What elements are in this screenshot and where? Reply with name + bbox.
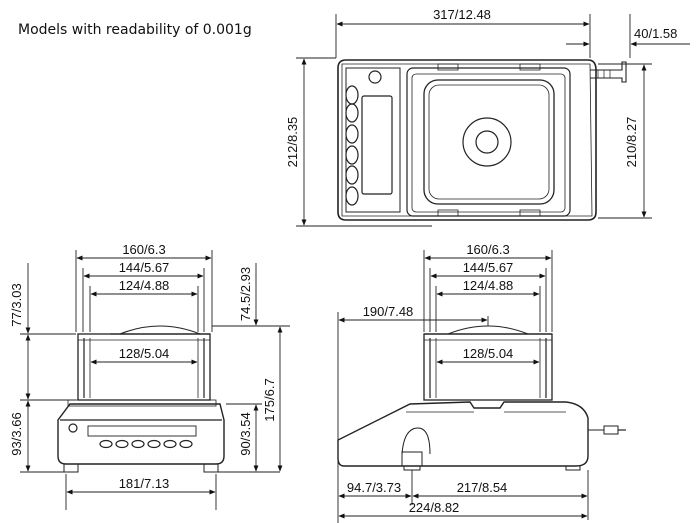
- front-base-width-label: 181/7.13: [119, 476, 170, 491]
- top-view-key-4: [345, 145, 359, 165]
- top-view-panel: [345, 67, 401, 213]
- top-view-dimensions: [296, 14, 690, 227]
- top-width-label: 317/12.48: [433, 7, 491, 22]
- top-view-key-3: [345, 124, 359, 144]
- top-view-key-1: [345, 85, 359, 105]
- front-h-top-label: 77/3.03: [9, 283, 24, 326]
- side-view-foot: [401, 451, 423, 467]
- front-view-display: [87, 425, 197, 437]
- front-h-total-label: 175/6.7: [262, 378, 277, 421]
- side-view: [337, 325, 626, 471]
- side-w-inner-label: 124/4.88: [463, 278, 514, 293]
- side-view-dimensions: [337, 250, 589, 523]
- front-w-floor-label: 128/5.04: [119, 346, 170, 361]
- front-w-outer-label: 160/6.3: [122, 242, 165, 257]
- front-view-pan: [119, 325, 201, 335]
- top-view-draft-shield: [406, 67, 571, 217]
- front-view-draft-shield: [77, 333, 211, 401]
- front-view-body: [57, 403, 225, 465]
- top-connector-label: 40/1.58: [634, 26, 677, 41]
- top-view-body: [337, 59, 597, 221]
- top-view-pan: [423, 79, 555, 205]
- side-w-floor-label: 128/5.04: [463, 346, 514, 361]
- front-h-body-label: 90/3.54: [238, 412, 253, 455]
- top-depth-left-label: 212/8.35: [285, 117, 300, 168]
- front-view: [57, 325, 225, 473]
- side-view-cable: [588, 425, 619, 435]
- front-h-bottom-label: 93/3.66: [9, 412, 24, 455]
- top-view-display: [361, 95, 393, 195]
- top-view-pan-center: [462, 117, 512, 167]
- side-view-draft-shield: [423, 333, 553, 401]
- side-total-depth-label: 224/8.82: [409, 500, 460, 515]
- top-view-key-2: [345, 103, 359, 123]
- side-w-mid-label: 144/5.67: [463, 260, 514, 275]
- front-view-dimensions: [20, 250, 290, 510]
- top-view-key-5: [345, 165, 359, 185]
- side-view-body: [337, 401, 589, 467]
- side-pan-offset-label: 190/7.48: [363, 304, 414, 319]
- side-view-pan: [447, 325, 529, 335]
- top-depth-right-label: 210/8.27: [624, 117, 639, 168]
- side-w-outer-label: 160/6.3: [466, 242, 509, 257]
- front-w-inner-label: 124/4.88: [119, 278, 170, 293]
- top-view-connector: [590, 61, 627, 83]
- side-rear-depth-label: 217/8.54: [457, 480, 508, 495]
- side-front-offset-label: 94.7/3.73: [347, 480, 401, 495]
- front-h-shield-label: 74.5/2.93: [238, 267, 253, 321]
- top-view: [337, 59, 627, 221]
- top-view-level-bubble: [368, 70, 382, 84]
- top-view-key-6: [345, 186, 359, 206]
- front-w-mid-label: 144/5.67: [119, 260, 170, 275]
- drawing-caption: Models with readability of 0.001g: [18, 22, 252, 38]
